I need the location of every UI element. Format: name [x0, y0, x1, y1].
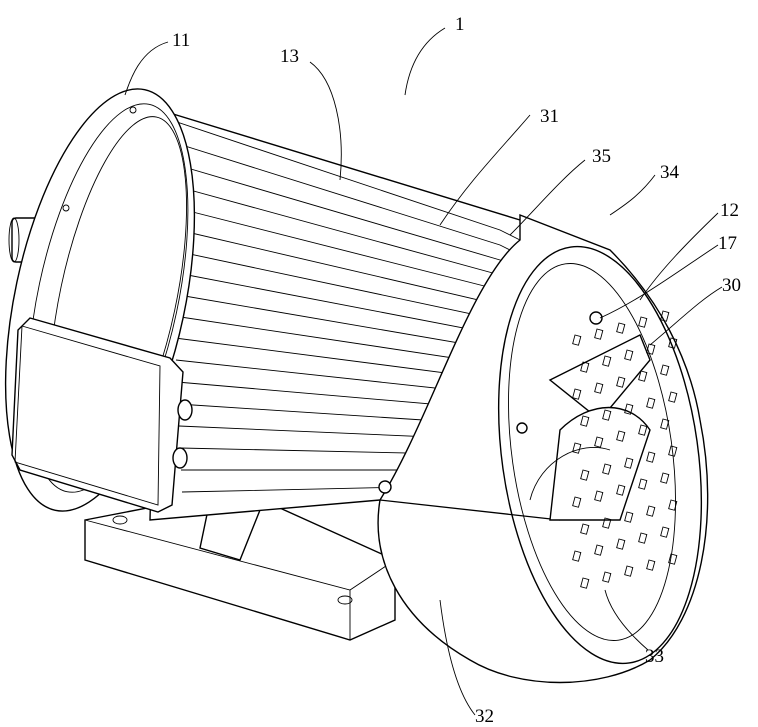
- label-bolt: 17: [718, 233, 737, 254]
- label-fan-cover: 32: [475, 706, 494, 727]
- label-fan: 30: [722, 275, 741, 296]
- label-heat-sink-fins: 31: [540, 106, 559, 127]
- label-front-flange: 11: [172, 30, 190, 51]
- label-motor: 1: [455, 14, 465, 35]
- grille-hole: [661, 311, 669, 321]
- label-grille: 33: [645, 646, 664, 667]
- label-rear-end-cover: 12: [720, 200, 739, 221]
- label-fin-bracket: 35: [592, 146, 611, 167]
- label-housing: 13: [280, 46, 299, 67]
- label-cover-rim: 34: [660, 162, 680, 183]
